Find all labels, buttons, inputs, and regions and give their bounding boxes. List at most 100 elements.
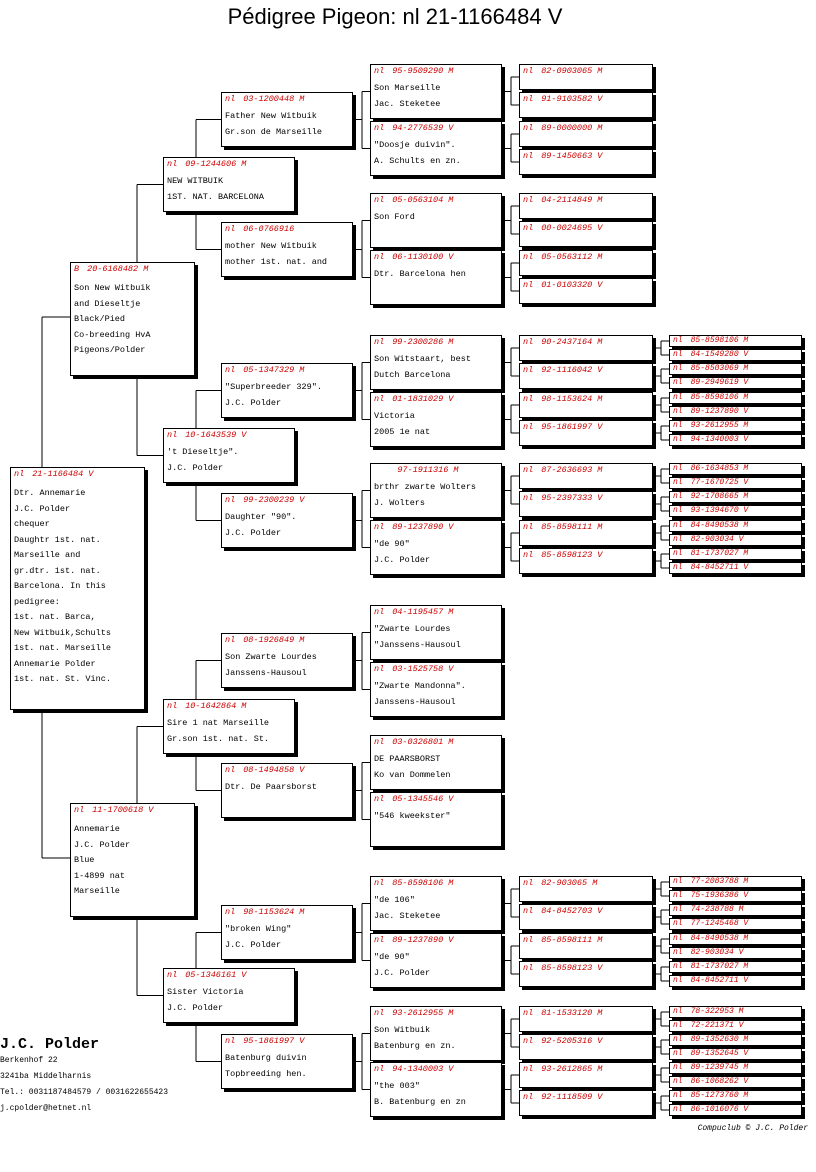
- pedigree-note: 2005 1e nat: [374, 426, 431, 437]
- country-prefix: nl: [167, 430, 178, 440]
- ring-id: 82-903034 V: [690, 948, 744, 957]
- pedigree-note: "de 106": [374, 895, 415, 905]
- ring-id: 85-8598123 V: [541, 963, 603, 973]
- country-prefix: nl: [374, 66, 385, 76]
- pedigree-note: Dtr. Barcelona hen: [374, 269, 466, 279]
- pedigree-note: Black/Pied: [74, 314, 126, 324]
- country-prefix: nl: [523, 935, 534, 945]
- country-prefix: nl: [673, 464, 683, 473]
- ring-id: 04-2114849 M: [541, 195, 603, 205]
- country-prefix: nl: [523, 66, 534, 76]
- ring-id: 05-1347329 M: [243, 365, 305, 375]
- ring-id: 86-1634853 M: [690, 464, 749, 473]
- country-prefix: nl: [673, 350, 683, 359]
- ring-id: 93-1394670 V: [690, 506, 749, 515]
- pedigree-note: Marseille: [74, 886, 120, 896]
- pedigree-note: Son Ford: [374, 212, 415, 222]
- ring-id: 85-1273760 M: [690, 1091, 749, 1100]
- breeder-email[interactable]: j.cpolder@hetnet.nl: [0, 1104, 92, 1113]
- country-prefix: nl: [673, 962, 683, 971]
- country-prefix: nl: [673, 435, 683, 444]
- pedigree-note: Dutch Barcelona: [374, 369, 451, 380]
- country-prefix: nl: [374, 195, 385, 205]
- pedigree-note: "546 kweekster": [374, 811, 451, 821]
- pedigree-note: "Doosje duivin".: [374, 140, 456, 150]
- country-prefix: nl: [523, 1036, 534, 1046]
- pedigree-note: "Janssens-Hausoul: [374, 639, 461, 650]
- country-prefix: nl: [673, 336, 683, 345]
- ring-id: 84-1549280 V: [690, 350, 749, 359]
- pedigree-note: "de 90": [374, 952, 410, 962]
- footer-credit: Compuclub © J.C. Polder: [697, 1124, 808, 1133]
- pedigree-note: and Dieseltje: [74, 298, 141, 309]
- ring-id: 89-1237890 V: [392, 935, 454, 945]
- country-prefix: nl: [673, 1105, 683, 1114]
- country-prefix: nl: [673, 948, 683, 957]
- ring-id: 05-0563112 M: [541, 252, 603, 262]
- ring-id: 01-0103320 V: [541, 280, 603, 290]
- ring-id: 03-0326801 M: [392, 737, 454, 747]
- pedigree-note: J.C. Polder: [167, 1002, 224, 1013]
- pedigree-note: NEW WITBUIK: [167, 176, 224, 186]
- ring-id: 78-322953 M: [690, 1007, 744, 1016]
- country-prefix: nl: [374, 1008, 385, 1018]
- country-prefix: nl: [225, 94, 236, 104]
- country-prefix: B: [74, 264, 80, 274]
- pedigree-note: A. Schults en zn.: [374, 155, 461, 166]
- ring-number: 97-1911316 M: [371, 464, 501, 476]
- ring-id: 11-1700618 V: [92, 805, 154, 815]
- ring-id: 06-1130100 V: [392, 252, 454, 262]
- ring-id: 77-1670725 V: [690, 478, 749, 487]
- ring-id: 10-1642864 M: [185, 701, 247, 711]
- country-prefix: nl: [523, 394, 534, 404]
- ring-id: 81-1737027 M: [690, 549, 749, 558]
- country-prefix: nl: [673, 891, 683, 900]
- pedigree-note: Sire 1 nat Marseille: [167, 718, 270, 728]
- pedigree-note: gr.dtr. 1st. nat.: [14, 565, 101, 576]
- pedigree-note: Janssens-Hausoul: [374, 696, 456, 707]
- country-prefix: nl: [374, 664, 385, 674]
- pedigree-note: 1st. nat. St. Vinc.: [14, 674, 111, 684]
- country-prefix: nl: [374, 878, 385, 888]
- ring-id: 21-1166484 V: [32, 469, 94, 479]
- country-prefix: nl: [374, 1064, 385, 1074]
- ring-id: 93-2612865 M: [541, 1064, 603, 1074]
- pedigree-note: "Superbreeder 329".: [225, 382, 322, 392]
- pedigree-note: Father New Witbuik: [225, 111, 317, 121]
- ring-number: nl 86-1634853 M: [670, 464, 801, 474]
